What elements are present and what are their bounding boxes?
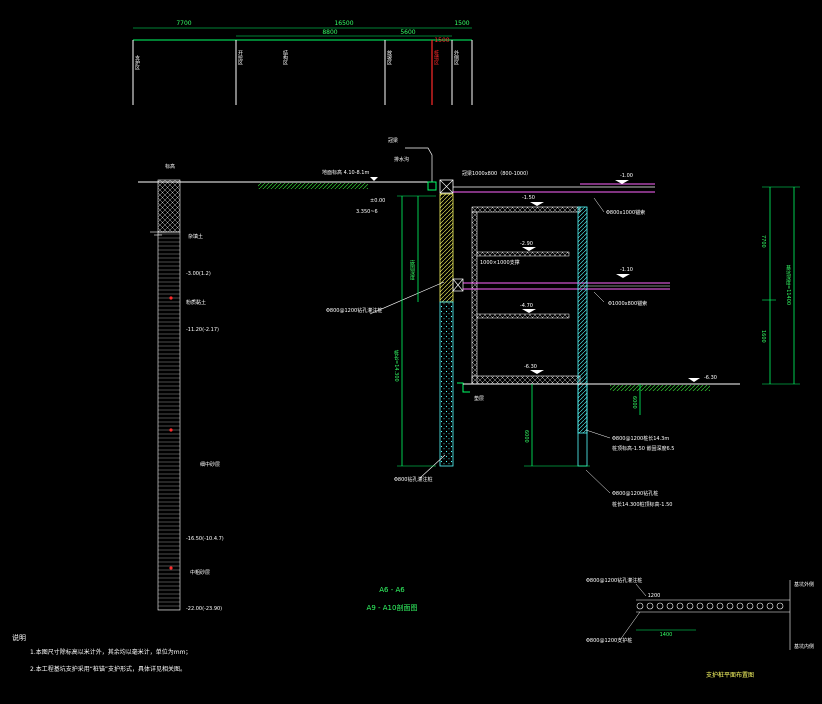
soil-layer-1: 杂填土 [188,233,203,240]
strut-label: 1000×1000支撑 [480,259,520,266]
zone-label-1: 支护区 [134,54,140,70]
right-dimensions: 7700 1600 基坑深度=11400 [760,186,800,385]
notes-line-2: 2.本工程基坑支护采用“桩锚”支护形式，具体详见相关图。 [30,665,186,673]
plan-right-b: 基坑内侧 [794,643,814,650]
right-bottom-label-b: 桩长14.300桩顶标高-1.50 [612,501,672,508]
section-name: A6 - A6 [379,586,405,594]
top-dim-seg-1: 8800 [322,29,337,36]
section-subtitle: A9 - A10剖面图 [367,603,418,612]
crown-beam-label: 冠梁 [388,137,398,144]
soil-layer-2: -3.00(1.2) [186,271,211,277]
elevation-top: ±0.00 [370,198,385,204]
plan-label-top: Φ800@1200钻孔灌注桩 [586,577,642,584]
dim-lower-2: 6000 [631,396,637,409]
zone-label-2: 开挖区 [237,50,243,65]
plan-label-mid: 1200 [648,593,661,599]
dim-right-3: 基坑深度=11400 [785,264,791,305]
dim-right-1: 7700 [760,235,766,248]
pipe-top-label: Φ800x1000锚索 [606,209,645,216]
top-detail-label: 冠梁1000x800（800-1000） [462,170,531,177]
soil-layer-8: -22.00(-23.90) [186,606,222,612]
soil-layer-7: 中粗砂层 [190,569,210,576]
base-label: 垫层 [474,395,484,402]
dim-lower-1: 6000 [523,430,529,443]
right-pile-label: Φ800@1200桩长14.3m [612,435,669,442]
soil-layer-4: -11.20(-2.17) [186,327,219,333]
plan-right-a: 基坑外侧 [794,581,814,588]
dim-left-2: 桩长=14.300 [393,349,399,381]
plan-detail: Φ800@1200钻孔灌注桩 1200 基坑外侧 基坑内侧 1400 Φ800@ [586,577,814,679]
soil-column: 标高 杂填土 -3.00(1.2) 粉质黏土 -11.20(-2.17) 细中砂… [150,163,224,612]
bottom-pile-label: Φ800钻孔灌注桩 [394,476,432,483]
elev-2: -2.90 [520,241,533,247]
right-pile-label-b: 桩顶标高-1.50 嵌固深度6.5 [612,445,674,452]
elev-1: -1.50 [522,195,535,201]
top-dim-seg-2: 5600 [400,29,415,36]
ground-label: 地面标高 4.10-8.1m [322,169,369,176]
elev-4: -6.30 [524,364,537,370]
zone-label-4: 放坡区 [386,49,392,65]
plan-pile-row [636,602,784,610]
plan-title: 支护桩平面布置图 [706,671,754,679]
dim-right-2: 1600 [760,330,766,343]
soil-column-head: 标高 [165,163,175,170]
soil-layer-5: 细中砂层 [200,461,220,468]
wall-label: Φ800@1200钻孔灌注桩 [326,307,382,314]
section-title: A6 - A6 A9 - A10剖面图 [367,586,418,612]
notes-head: 说明 [12,633,26,642]
retaining-wall: Φ800@1200钻孔灌注桩 Φ800钻孔灌注桩 垫层 [326,179,484,483]
zone-label-5: 桩墙区 [433,49,439,65]
ground-surface: 地面标高 4.10-8.1m 冠梁 排水沟 3.350~6 ±0.00 [138,137,433,215]
soil-layer-6: -16.50(-10.4.7) [186,536,224,542]
top-dim-overall-1: 7700 [176,20,191,27]
pipe-mid-label: Φ1000x800锚索 [608,300,647,307]
excavation-structure: 冠梁1000x800（800-1000） -1.00 Φ800x1000锚索 -… [453,170,740,508]
top-dim-overall-3: 1500 [454,20,469,27]
elev-6: -1.10 [620,267,633,273]
left-dimensions: 嵌固深度 桩长=14.300 [393,195,436,467]
drain-label: 排水沟 [394,156,409,163]
elev-top-right: -1.00 [620,173,633,179]
zone-label-3: 结构区 [282,49,288,65]
notes-line-1: 1.本图尺寸除标高以米计外，其余均以毫米计，单位为mm； [30,648,191,656]
soil-layer-3: 粉质黏土 [186,299,206,306]
notes-block: 说明 1.本图尺寸除标高以米计外，其余均以毫米计，单位为mm； 2.本工程基坑支… [12,633,191,673]
elev-3: -4.70 [520,303,533,309]
note-mid: 3.350~6 [356,209,378,215]
plan-dim: 1400 [660,632,673,638]
top-dimension-strip: 7700 16500 1500 8800 5600 1500 支护区 开挖区 结… [132,20,473,105]
zone-label-6: 外侧区 [453,49,459,65]
lower-dimensions: 6000 6000 [523,384,641,467]
elev-5: -6.30 [704,375,717,381]
plan-label-bottom: Φ800@1200支护桩 [586,637,632,644]
top-dim-seg-3: 1500 [434,37,449,44]
right-bottom-label: Φ800@1200钻孔桩 [612,490,658,497]
dim-left-1: 嵌固深度 [409,259,415,281]
top-dim-overall-2: 16500 [334,20,353,27]
